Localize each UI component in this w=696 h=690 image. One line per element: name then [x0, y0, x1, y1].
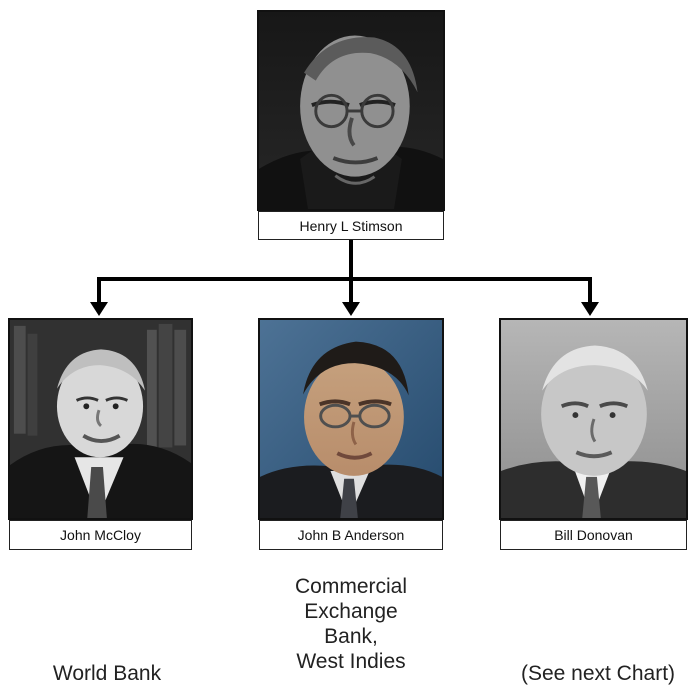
child-affiliation-1: World Bank	[52, 662, 162, 685]
child-photo-3	[499, 318, 688, 520]
affiliation-line: Exchange	[304, 600, 398, 623]
child-photo-2	[258, 318, 444, 520]
child-affiliation-2: Commercial Exchange Bank, West Indies	[247, 574, 455, 674]
child-name-label-2: John B Anderson	[259, 520, 443, 550]
child-name-label-1: John McCloy	[9, 520, 192, 550]
affiliation-line: West Indies	[296, 650, 406, 673]
child-name-label-3: Bill Donovan	[500, 520, 687, 550]
affiliation-line: Commercial	[294, 575, 407, 598]
child-photo-1	[8, 318, 193, 520]
root-name-label: Henry L Stimson	[258, 211, 444, 240]
child-affiliation-3: (See next Chart)	[520, 662, 676, 685]
affiliation-line: Bank,	[324, 625, 378, 648]
root-photo	[257, 10, 445, 211]
